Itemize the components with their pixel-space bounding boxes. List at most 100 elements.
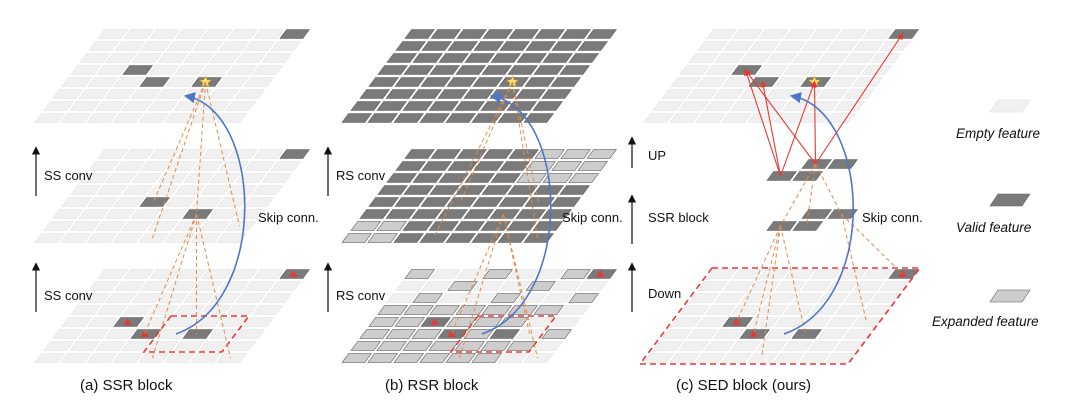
upsample-arrow: [744, 68, 816, 165]
valid-feature-cell: [420, 197, 451, 207]
ssr-skip-connection: [175, 92, 246, 335]
empty-feature-cell: [670, 77, 702, 87]
empty-feature-cell: [200, 305, 231, 315]
empty-feature-cell: [217, 197, 248, 207]
receptive-field-line: [144, 213, 197, 335]
expanded-feature-cell: [516, 173, 548, 183]
upsample-arrow: [744, 68, 782, 177]
expanded-feature-cell: [454, 341, 485, 351]
empty-feature-cell: [174, 65, 205, 75]
empty-feature-cell: [687, 89, 719, 99]
empty-feature-cell: [730, 341, 762, 351]
empty-feature-cell: [695, 113, 727, 123]
sed-input-layer: [638, 267, 922, 365]
empty-feature-cell: [835, 65, 867, 75]
empty-feature-cell: [96, 305, 128, 315]
expanded-feature-cell: [534, 149, 566, 159]
expanded-feature-cell: [394, 317, 425, 327]
expanded-feature-cell: [568, 173, 600, 183]
empty-feature-cell: [862, 29, 894, 39]
empty-feature-cell: [244, 161, 275, 171]
empty-feature-cell: [732, 269, 764, 279]
empty-feature-cell: [165, 317, 196, 327]
empty-feature-cell: [870, 293, 902, 303]
empty-feature-cell: [748, 317, 780, 327]
empty-feature-cell: [386, 293, 417, 303]
empty-feature-cell: [253, 29, 284, 39]
empty-feature-cell: [234, 209, 265, 219]
empty-feature-cell: [149, 149, 180, 159]
empty-feature-cell: [652, 341, 684, 351]
empty-feature-cell: [782, 341, 814, 351]
empty-feature-cell: [244, 281, 275, 291]
empty-feature-cell: [792, 53, 824, 63]
expanded-feature-cell: [577, 161, 609, 171]
valid-feature-cell: [454, 101, 485, 111]
empty-feature-cell: [861, 65, 893, 75]
expanded-feature-cell: [455, 305, 486, 315]
empty-feature-cell: [714, 293, 746, 303]
empty-feature-cell: [826, 317, 858, 327]
empty-feature-cell: [784, 29, 816, 39]
empty-feature-cell: [696, 317, 728, 327]
expanded-feature-cell: [445, 353, 476, 363]
valid-feature-cell: [577, 41, 609, 51]
empty-feature-cell: [826, 77, 858, 87]
empty-feature-cell: [79, 173, 111, 183]
valid-feature-cell: [827, 209, 859, 219]
skip-connection-label: Skip conn.: [862, 210, 923, 225]
empty-feature-cell: [253, 269, 284, 279]
empty-feature-cell: [766, 53, 798, 63]
receptive-field-line: [153, 81, 206, 203]
empty-feature-cell: [97, 269, 129, 279]
valid-feature-cell: [386, 53, 417, 63]
legend-swatches: [989, 99, 1031, 303]
empty-feature-cell: [123, 149, 154, 159]
empty-feature-cell: [114, 41, 145, 51]
empty-feature-cell: [201, 29, 232, 39]
empty-feature-cell: [121, 221, 152, 231]
empty-feature-cell: [34, 353, 66, 363]
empty-feature-cell: [86, 113, 118, 123]
empty-feature-cell: [713, 329, 745, 339]
sed-ssr-layer: [766, 209, 859, 231]
empty-feature-cell: [844, 53, 876, 63]
valid-feature-cell: [359, 89, 390, 99]
empty-feature-cell: [216, 353, 247, 363]
empty-feature-cell: [225, 341, 256, 351]
valid-feature-cell: [377, 65, 408, 75]
empty-feature-cell: [697, 41, 729, 51]
valid-feature-cell: [506, 101, 538, 111]
empty-feature-cell: [209, 53, 240, 63]
empty-feature-cell: [140, 41, 171, 51]
empty-feature-cell: [661, 329, 693, 339]
valid-feature-cell: [403, 185, 434, 195]
valid-feature-cell: [430, 149, 461, 159]
legend-label-expanded: Expanded feature: [932, 314, 1039, 329]
empty-feature-cell: [86, 353, 118, 363]
rsr-middle-layer: [341, 149, 618, 243]
empty-feature-cell: [175, 269, 206, 279]
empty-feature-cell: [870, 53, 902, 63]
triangle-icon: [123, 318, 132, 325]
valid-feature-cell: [419, 233, 450, 243]
empty-feature-cell: [252, 65, 283, 75]
valid-feature-cell: [430, 29, 461, 39]
empty-feature-cell: [551, 281, 583, 291]
empty-feature-cell: [79, 293, 111, 303]
empty-feature-cell: [96, 65, 128, 75]
sed-upsampled-layer: [766, 159, 859, 181]
panel-ssr: SS conv SS conv Skip conn. (a) SSR block: [31, 29, 319, 394]
triangle-icon: [447, 330, 456, 337]
empty-feature-cell: [456, 269, 487, 279]
valid-feature-cell: [532, 101, 564, 111]
receptive-field-line: [503, 213, 538, 359]
receptive-region-outline: [449, 315, 558, 353]
valid-feature-cell: [534, 29, 566, 39]
empty-feature-cell: [156, 209, 187, 219]
empty-feature-cell: [122, 185, 153, 195]
empty-feature-cell: [86, 233, 118, 243]
valid-feature-cell: [437, 89, 468, 99]
empty-feature-cell: [148, 65, 179, 75]
valid-feature-cell: [394, 197, 425, 207]
